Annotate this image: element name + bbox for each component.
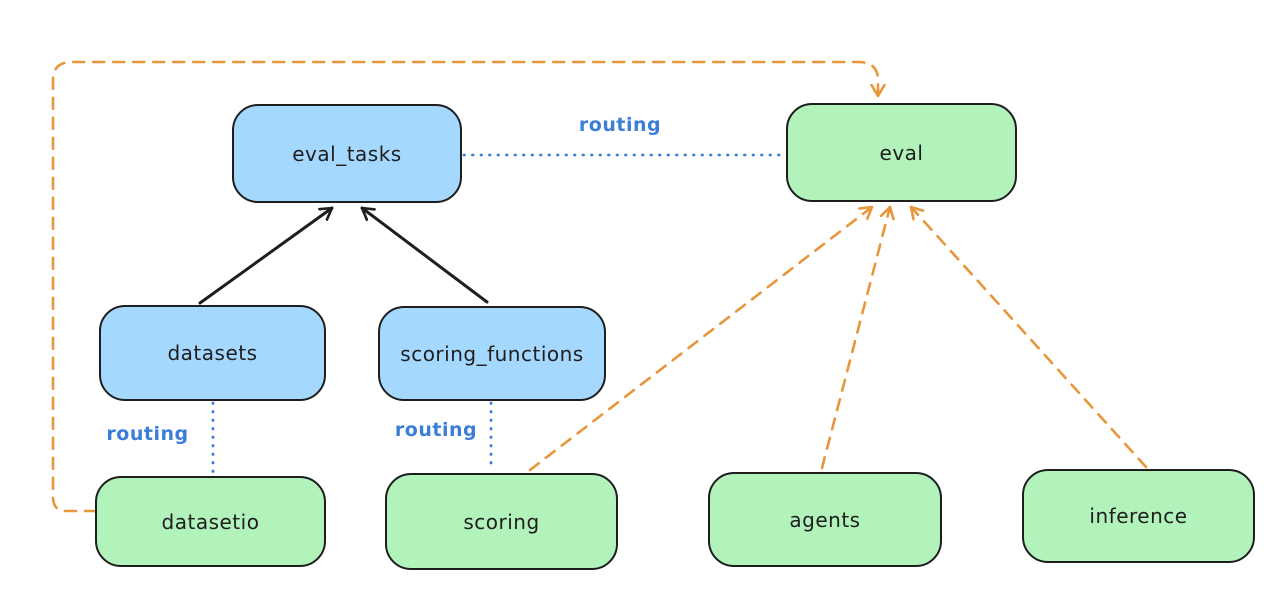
routing-label-eval-tasks-eval: routing xyxy=(578,114,662,136)
node-scoring-functions-label: scoring_functions xyxy=(400,341,584,366)
routing-label-scoring-functions-scoring: routing xyxy=(394,419,478,441)
node-datasetio: datasetio xyxy=(95,476,326,567)
node-inference-label: inference xyxy=(1089,504,1188,528)
node-inference: inference xyxy=(1022,469,1255,563)
node-scoring-functions: scoring_functions xyxy=(378,306,606,401)
node-eval-tasks: eval_tasks xyxy=(232,104,462,203)
node-agents: agents xyxy=(708,472,942,567)
edge-agents-to-eval xyxy=(820,205,890,470)
routing-label-datasets-datasetio: routing xyxy=(106,423,189,445)
node-eval-label: eval xyxy=(879,140,924,165)
edge-inference-to-eval xyxy=(909,205,1148,469)
node-eval-tasks-label: eval_tasks xyxy=(292,141,402,166)
node-datasets-label: datasets xyxy=(167,341,258,365)
node-scoring-label: scoring xyxy=(463,509,540,534)
edge-scoring-to-eval xyxy=(528,205,874,472)
node-datasetio-label: datasetio xyxy=(161,509,260,534)
node-agents-label: agents xyxy=(789,507,861,532)
edge-scoring-functions-to-eval-tasks xyxy=(360,206,489,304)
edge-datasetio-to-eval xyxy=(51,60,878,513)
node-scoring: scoring xyxy=(385,473,618,570)
node-eval: eval xyxy=(786,103,1017,202)
node-datasets: datasets xyxy=(99,305,326,401)
edge-datasets-to-eval-tasks xyxy=(198,206,334,305)
